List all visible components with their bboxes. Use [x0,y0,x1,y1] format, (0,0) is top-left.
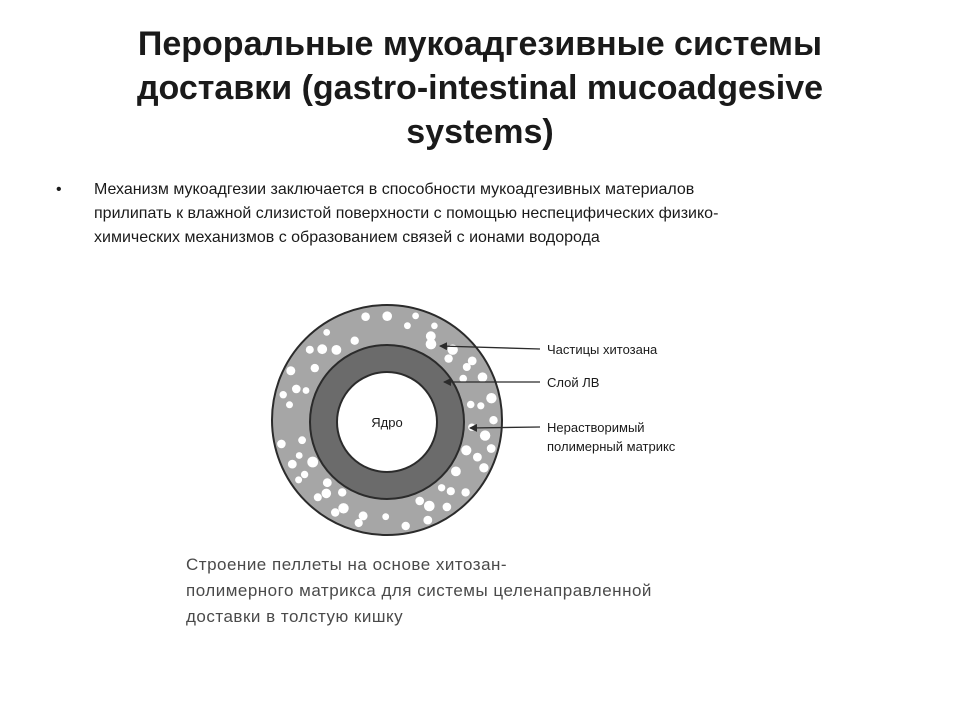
chitosan-particle [477,402,485,410]
chitosan-particle [479,463,489,473]
chitosan-particle [361,312,370,322]
chitosan-particle [461,488,470,497]
label-matrix-line2: полимерный матрикс [547,439,676,454]
chitosan-particle [331,508,340,517]
chitosan-particle [292,384,301,394]
chitosan-particle [300,470,309,479]
label-drug-layer: Слой ЛВ [547,375,599,390]
chitosan-particle [489,416,498,425]
chitosan-particle [350,336,359,345]
chitosan-particle [401,521,410,531]
title-line: Пероральные мукоадгезивные системы [137,25,823,63]
chitosan-particle [468,423,476,431]
chitosan-particle [477,372,488,383]
chitosan-particle [279,391,287,399]
chitosan-particle [466,400,475,409]
chitosan-particle [317,344,328,355]
bullet-line: прилипать к влажной слизистой поверхност… [94,205,719,222]
chitosan-particle [404,322,411,330]
chitosan-particle [338,503,349,514]
chitosan-particle [424,500,435,512]
chitosan-particle [323,329,331,336]
figure-caption: Строение пеллеты на основе хитозан- поли… [186,552,786,630]
caption-line: доставки в толстую кишку [186,607,404,626]
chitosan-particle [331,345,342,355]
chitosan-particle [313,493,322,502]
chitosan-particle [446,487,455,496]
chitosan-particle [295,452,303,459]
label-matrix-line1: Нерастворимый [547,420,645,435]
caption-line: Строение пеллеты на основе хитозан- [186,555,508,574]
chitosan-particle [382,513,390,521]
chitosan-particle [286,401,293,409]
chitosan-particle [437,484,446,492]
chitosan-particle [321,488,332,499]
chitosan-particle [423,515,433,525]
chitosan-particle [473,452,482,462]
chitosan-particle [305,345,314,354]
bullet-line: химических механизмов с образованием свя… [94,229,600,246]
chitosan-particle [322,478,332,488]
chitosan-particles [277,311,498,531]
chitosan-particle [358,511,368,521]
arrow-matrix [469,423,541,432]
chitosan-particle [338,488,347,497]
chitosan-particle [287,459,297,469]
chitosan-particle [277,439,286,449]
chitosan-particle [295,476,303,484]
bullet-line: Механизм мукоадгезии заключается в спосо… [94,181,695,198]
bullet-list: • Механизм мукоадгезии заключается в спо… [56,178,876,250]
caption-line: полимерного матрикса для системы целенап… [186,581,652,600]
core-circle [336,371,438,473]
title-line: systems) [406,113,554,151]
chitosan-particle [442,502,452,512]
chitosan-particle [459,374,468,383]
chitosan-particle [425,338,437,350]
bullet-marker: • [56,181,62,198]
chitosan-particle [382,311,393,322]
chitosan-particle [354,518,363,528]
chitosan-particle [415,496,425,506]
chitosan-particle [462,363,471,371]
chitosan-particle [412,312,419,320]
chitosan-particle [444,354,453,363]
chitosan-particle [298,436,306,445]
chitosan-particle [425,331,436,342]
title-line: доставки (gastro-intestinal mucoadgesive [136,69,824,107]
core-label: Ядро [371,415,402,430]
arrow-particles [439,342,541,351]
bullet-item: • Механизм мукоадгезии заключается в спо… [56,178,876,250]
slide-title: Пероральные мукоадгезивные системы доста… [60,22,900,154]
chitosan-particle [431,322,438,330]
chitosan-particle [307,456,319,468]
chitosan-particle [451,466,461,477]
chitosan-particle [310,363,319,373]
chitosan-particle [486,444,496,453]
chitosan-particle [286,366,296,376]
chitosan-particle [302,387,310,394]
chitosan-particle [461,445,472,456]
chitosan-particle [486,393,497,404]
label-chitosan-particles: Частицы хитозана [547,342,658,357]
chitosan-particle [479,430,491,441]
chitosan-particle [467,356,477,366]
